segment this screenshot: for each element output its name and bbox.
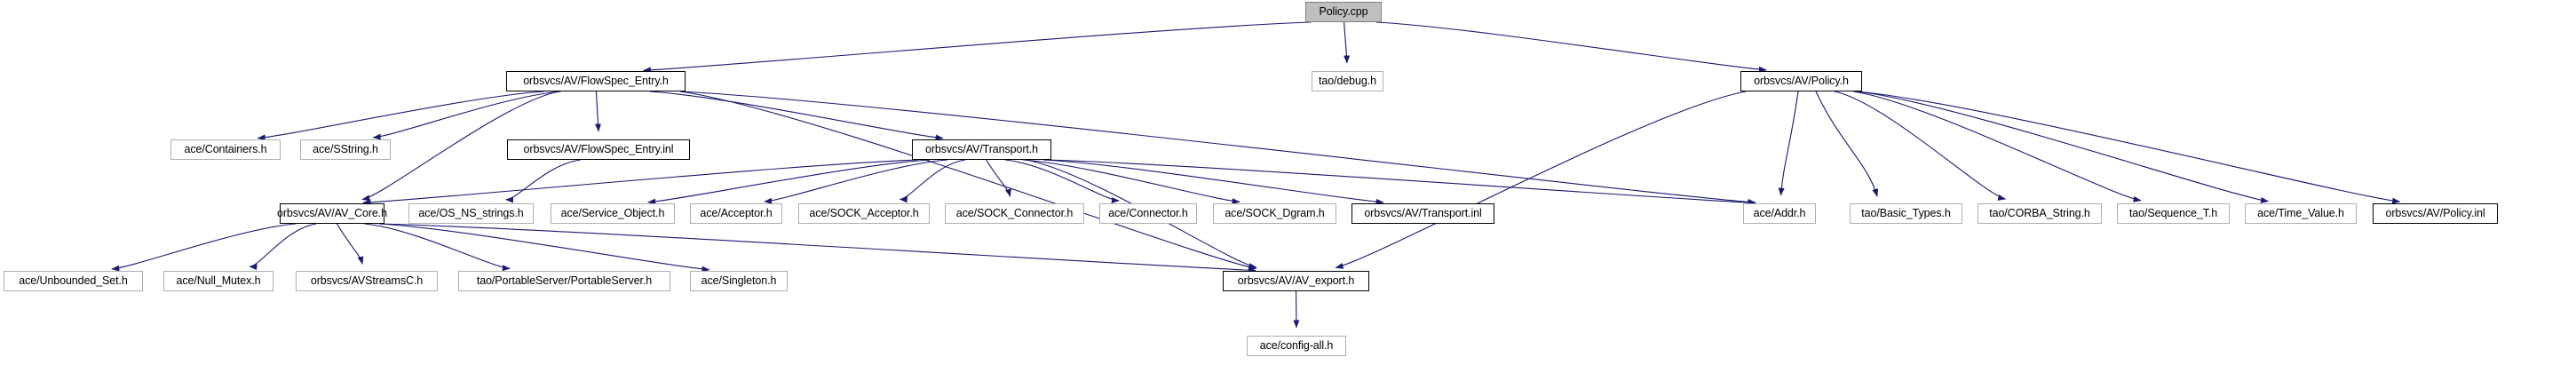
graph-edge [1856, 91, 2401, 204]
graph-edge [647, 159, 931, 205]
graph-node-av_policy_inl[interactable]: orbsvcs/AV/Policy.inl [2373, 203, 2498, 224]
graph-edge [1004, 159, 1120, 204]
graph-node-ace_sstring_h[interactable]: ace/SString.h [300, 139, 391, 160]
graph-node-label: orbsvcs/AVStreamsC.h [310, 274, 424, 288]
graph-node-label: ace/Unbounded_Set.h [19, 274, 128, 288]
graph-node-ace_addr_h[interactable]: ace/Addr.h [1743, 203, 1816, 224]
graph-node-ace_null_mutex_h[interactable]: ace/Null_Mutex.h [163, 271, 273, 291]
graph-edge [364, 223, 511, 272]
graph-edge [1343, 21, 1351, 64]
graph-node-ace_connector_h[interactable]: ace/Connector.h [1099, 203, 1197, 224]
graph-node-ace_service_object_h[interactable]: ace/Service_Object.h [551, 203, 675, 224]
graph-node-label: ace/SOCK_Dgram.h [1225, 207, 1325, 220]
graph-edge [1335, 91, 1747, 269]
graph-edge [378, 223, 1256, 274]
graph-edge [679, 91, 1257, 271]
graph-node-av_core_h[interactable]: orbsvcs/AV/AV_Core.h [277, 203, 387, 224]
graph-node-label: orbsvcs/AV/Transport.h [924, 143, 1038, 156]
graph-node-label: orbsvcs/AV/FlowSpec_Entry.h [523, 75, 669, 88]
graph-edge [504, 159, 581, 203]
graph-node-tao_sequence_t_h[interactable]: tao/Sequence_T.h [2117, 203, 2230, 224]
graph-node-tao_portableserver_h[interactable]: tao/PortableServer/PortableServer.h [458, 271, 670, 291]
graph-node-label: ace/Singleton.h [701, 274, 777, 288]
graph-node-label: orbsvcs/AV/Policy.inl [2385, 207, 2485, 220]
graph-node-ace_sock_dgram_h[interactable]: ace/SOCK_Dgram.h [1213, 203, 1336, 224]
graph-node-flowspec_entry_h[interactable]: orbsvcs/AV/FlowSpec_Entry.h [506, 71, 686, 91]
graph-edge [1043, 159, 1384, 205]
graph-edge [764, 159, 947, 204]
graph-node-av_transport_h[interactable]: orbsvcs/AV/Transport.h [912, 139, 1051, 160]
graph-node-label: tao/PortableServer/PortableServer.h [476, 274, 653, 288]
graph-node-label: tao/Basic_Types.h [1861, 207, 1951, 220]
graph-edge [1045, 159, 1756, 206]
graph-node-label: ace/Connector.h [1108, 207, 1188, 220]
graph-node-label: ace/SOCK_Connector.h [955, 207, 1074, 220]
graph-node-label: ace/Containers.h [184, 143, 267, 156]
graph-node-ace_unbounded_set_h[interactable]: ace/Unbounded_Set.h [4, 271, 143, 291]
graph-edge [1815, 91, 1879, 197]
graph-node-label: orbsvcs/AV/Policy.h [1754, 75, 1849, 88]
graph-edge [336, 223, 364, 265]
graph-node-policy_cpp[interactable]: Policy.cpp [1305, 2, 1382, 22]
graph-node-label: orbsvcs/AV/Transport.inl [1364, 207, 1482, 220]
graph-edge [595, 91, 602, 132]
graph-edge [362, 159, 918, 206]
graph-edge [257, 91, 544, 141]
graph-edge [111, 223, 297, 272]
graph-node-ace_acceptor_h[interactable]: ace/Acceptor.h [690, 203, 782, 224]
graph-node-label: orbsvcs/AV/AV_export.h [1237, 274, 1355, 288]
graph-node-ace_sock_connector_h[interactable]: ace/SOCK_Connector.h [945, 203, 1084, 224]
graph-edge [1778, 91, 1799, 196]
graph-node-ace_time_value_h[interactable]: ace/Time_Value.h [2245, 203, 2357, 224]
graph-node-av_transport_inl[interactable]: orbsvcs/AV/Transport.inl [1351, 203, 1494, 224]
graph-node-label: orbsvcs/AV/AV_Core.h [277, 207, 387, 220]
graph-edge [378, 223, 710, 273]
graph-node-label: ace/Addr.h [1753, 207, 1806, 220]
graph-node-label: ace/config-all.h [1259, 339, 1334, 353]
graph-edge [1853, 91, 2142, 202]
graph-node-label: orbsvcs/AV/FlowSpec_Entry.inl [523, 143, 674, 156]
graph-edge [679, 91, 1756, 205]
graph-edge [249, 223, 317, 271]
graph-edge [642, 21, 1312, 74]
graph-node-av_export_h[interactable]: orbsvcs/AV/AV_export.h [1223, 271, 1369, 291]
graph-node-tao_basic_types_h[interactable]: tao/Basic_Types.h [1850, 203, 1962, 224]
graph-node-label: tao/Sequence_T.h [2128, 207, 2218, 220]
graph-node-tao_corba_string_h[interactable]: tao/CORBA_String.h [1978, 203, 2102, 224]
graph-edge [1834, 91, 2007, 201]
graph-node-label: ace/Acceptor.h [700, 207, 773, 220]
graph-node-tao_debug_h[interactable]: tao/debug.h [1312, 71, 1383, 91]
graph-node-label: ace/Time_Value.h [2257, 207, 2344, 220]
graph-edge [1022, 159, 1240, 205]
graph-node-av_policy_h[interactable]: orbsvcs/AV/Policy.h [1740, 71, 1862, 91]
graph-node-label: ace/SString.h [313, 143, 378, 156]
graph-node-ace_os_ns_strings_h[interactable]: ace/OS_NS_strings.h [408, 203, 534, 224]
graph-edge [649, 91, 944, 141]
graph-node-label: Policy.cpp [1319, 5, 1368, 19]
graph-edge [899, 159, 966, 203]
graph-edge [1375, 21, 1767, 73]
graph-node-ace_config_all_h[interactable]: ace/config-all.h [1247, 336, 1346, 356]
graph-node-label: tao/debug.h [1319, 75, 1376, 88]
graph-node-label: tao/CORBA_String.h [1989, 207, 2090, 220]
graph-node-label: ace/Null_Mutex.h [176, 274, 261, 288]
graph-node-ace_sock_acceptor_h[interactable]: ace/SOCK_Acceptor.h [798, 203, 930, 224]
graph-edge [372, 91, 561, 140]
graph-node-ace_containers_h[interactable]: ace/Containers.h [170, 139, 281, 160]
graph-node-ace_singleton_h[interactable]: ace/Singleton.h [690, 271, 788, 291]
graph-node-orbsvcs_avstreamsc_h[interactable]: orbsvcs/AVStreamsC.h [296, 271, 438, 291]
graph-edge [1856, 91, 2270, 203]
graph-node-label: ace/SOCK_Acceptor.h [809, 207, 919, 220]
graph-node-label: ace/Service_Object.h [560, 207, 665, 220]
graph-node-flowspec_entry_inl[interactable]: orbsvcs/AV/FlowSpec_Entry.inl [507, 139, 690, 160]
graph-node-label: ace/OS_NS_strings.h [418, 207, 524, 220]
graph-edge [986, 159, 1011, 197]
